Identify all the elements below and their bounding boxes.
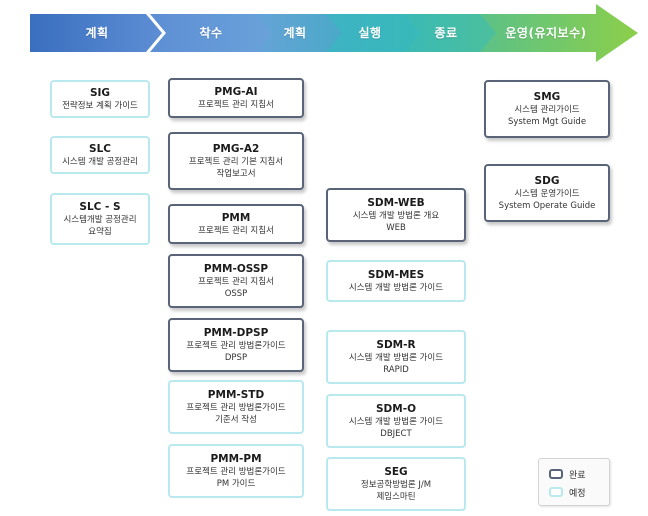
doc-box-pmm-ossp: PMM-OSSP 프로젝트 관리 지침서 OSSP: [168, 254, 304, 308]
doc-code: SLC: [89, 142, 111, 155]
stage-label-plan: 계획: [85, 26, 109, 40]
doc-desc: 프로젝트 관리 기본 지침서: [188, 156, 284, 167]
stage-arrow-plan2: [244, 14, 342, 52]
doc-desc: 시스템개발 공정관리: [63, 214, 137, 225]
stage-arrow-plan: [30, 14, 162, 52]
doc-desc: 프로젝트 관리 지침서: [198, 276, 274, 287]
doc-desc: 시스템 개발 방법론 가이드: [348, 352, 444, 363]
doc-box-sdg: SDG 시스템 운영가이드 System Operate Guide: [484, 164, 610, 222]
doc-box-pmg-a2: PMG-A2 프로젝트 관리 기본 지침서 작업보고서: [168, 132, 304, 190]
doc-code: SEG: [384, 465, 408, 478]
legend-item-done: 완료: [549, 467, 586, 481]
stage-label-close: 종료: [434, 26, 458, 40]
doc-desc: 제임스마틴: [376, 491, 416, 502]
stage-arrow-operate: [468, 4, 638, 62]
doc-desc: WEB: [386, 222, 406, 233]
doc-box-pmm-pm: PMM-PM 프로젝트 관리 방법론가이드 PM 가이드: [168, 444, 304, 498]
doc-code: PMM-PM: [210, 452, 262, 465]
doc-desc: System Operate Guide: [498, 200, 596, 211]
doc-code: SDM-MES: [367, 268, 425, 281]
doc-code: SDM-O: [375, 402, 416, 415]
doc-desc: DBJECT: [380, 428, 412, 439]
doc-desc: 시스템 개발 방법론 개요: [352, 210, 440, 221]
doc-desc: RAPID: [383, 364, 409, 375]
stage-label-operate: 운영(유지보수): [505, 26, 587, 40]
doc-box-sdm-r: SDM-R 시스템 개발 방법론 가이드 RAPID: [326, 330, 466, 384]
doc-box-sdm-mes: SDM-MES 시스템 개발 방법론 가이드: [326, 260, 466, 302]
doc-box-smg: SMG 시스템 관리가이드 System Mgt Guide: [484, 80, 610, 138]
doc-box-sig: SIG 전략정보 계획 가이드: [50, 80, 150, 118]
legend-item-planned: 예정: [549, 485, 586, 499]
doc-desc: 시스템 개발 방법론 가이드: [348, 416, 444, 427]
doc-desc: 프로젝트 관리 방법론가이드: [186, 340, 286, 351]
doc-code: PMM-DPSP: [203, 326, 269, 339]
doc-desc: 시스템 운영가이드: [514, 188, 580, 199]
doc-desc: DPSP: [224, 352, 248, 363]
doc-code: PMM: [221, 211, 251, 224]
stage-arrow-execute: [314, 14, 420, 52]
legend: 완료 예정: [538, 458, 610, 506]
doc-box-seg: SEG 정보공학방법론 J/M 제임스마틴: [326, 457, 466, 511]
doc-code: PMG-A2: [212, 142, 260, 155]
doc-box-pmg-ai: PMG-AI 프로젝트 관리 지침서: [168, 78, 304, 118]
stage-label-plan2: 계획: [283, 26, 307, 40]
doc-desc: 작업보고서: [216, 168, 256, 179]
stage-label-start: 착수: [199, 26, 223, 40]
doc-code: SDM-WEB: [367, 196, 425, 209]
doc-desc: 프로젝트 관리 지침서: [198, 225, 274, 236]
doc-desc: 요약집: [88, 226, 112, 237]
doc-desc: OSSP: [224, 288, 248, 299]
doc-code: SMG: [533, 90, 561, 103]
doc-desc: 시스템 관리가이드: [514, 104, 580, 115]
doc-desc: 기준서 작성: [215, 414, 257, 425]
doc-box-pmm-std: PMM-STD 프로젝트 관리 방법론가이드 기준서 작성: [168, 380, 304, 434]
doc-desc: 정보공학방법론 J/M: [360, 479, 432, 490]
doc-desc: 전략정보 계획 가이드: [62, 100, 138, 111]
legend-label-done: 완료: [569, 470, 586, 481]
doc-box-sdm-o: SDM-O 시스템 개발 방법론 가이드 DBJECT: [326, 394, 466, 448]
doc-desc: 시스템 개발 방법론 가이드: [348, 282, 444, 293]
stage-label-execute: 실행: [358, 26, 382, 40]
doc-box-slc-s: SLC - S 시스템개발 공정관리 요약집: [50, 193, 150, 245]
doc-desc: PM 가이드: [216, 478, 256, 489]
doc-code: SDM-R: [376, 338, 416, 351]
doc-box-sdm-web: SDM-WEB 시스템 개발 방법론 개요 WEB: [326, 188, 466, 242]
process-arrow-band: [30, 4, 638, 62]
doc-desc: 프로젝트 관리 지침서: [198, 99, 274, 110]
doc-code: SLC - S: [79, 200, 121, 213]
stage-arrow-close: [392, 14, 496, 52]
legend-swatch-done: [549, 469, 563, 479]
doc-desc: 프로젝트 관리 방법론가이드: [186, 466, 286, 477]
legend-swatch-planned: [549, 487, 563, 497]
doc-code: PMM-OSSP: [203, 262, 269, 275]
doc-box-slc: SLC 시스템 개발 공정관리: [50, 136, 150, 174]
doc-box-pmm: PMM 프로젝트 관리 지침서: [168, 204, 304, 244]
doc-code: SIG: [89, 86, 111, 99]
doc-code: PMM-STD: [207, 388, 265, 401]
doc-code: PMG-AI: [214, 85, 258, 98]
doc-desc: 프로젝트 관리 방법론가이드: [186, 402, 286, 413]
doc-desc: 시스템 개발 공정관리: [62, 156, 138, 167]
stage-arrow-start: [150, 14, 272, 52]
doc-box-pmm-dpsp: PMM-DPSP 프로젝트 관리 방법론가이드 DPSP: [168, 318, 304, 372]
doc-desc: System Mgt Guide: [507, 116, 587, 127]
legend-label-planned: 예정: [569, 488, 586, 499]
doc-code: SDG: [534, 174, 560, 187]
